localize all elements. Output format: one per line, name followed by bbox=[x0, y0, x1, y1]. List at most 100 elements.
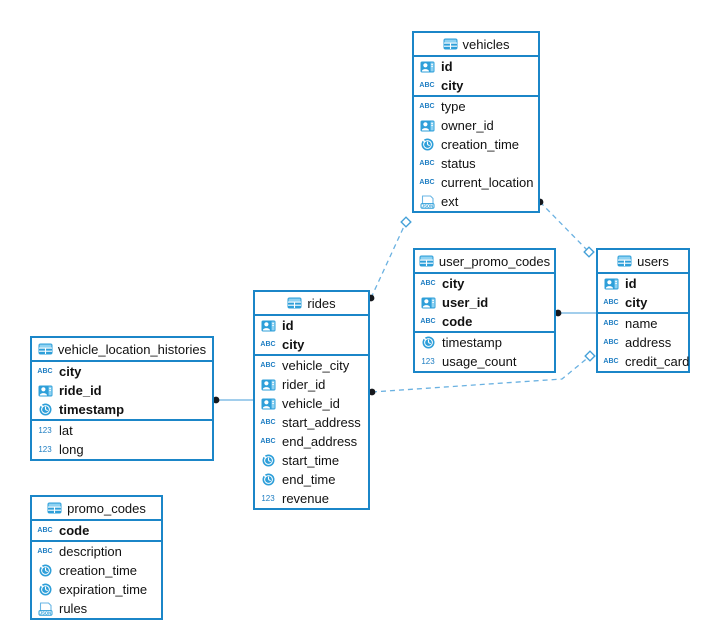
column-row[interactable]: owner_id bbox=[414, 116, 538, 135]
column-row[interactable]: rider_id bbox=[255, 375, 368, 394]
table-header[interactable]: promo_codes bbox=[32, 497, 161, 521]
column-row[interactable]: start_time bbox=[255, 451, 368, 470]
column-row[interactable]: timestamp bbox=[415, 333, 554, 352]
clock-icon bbox=[419, 336, 437, 349]
id-card-icon bbox=[418, 120, 436, 132]
abc-type-icon: ABC bbox=[259, 419, 277, 426]
id-card-icon bbox=[259, 320, 277, 332]
table-header[interactable]: vehicle_location_histories bbox=[32, 338, 212, 362]
column-name: id bbox=[282, 318, 294, 333]
clock-icon bbox=[259, 454, 277, 467]
number-type-icon: 123 bbox=[419, 357, 437, 366]
relation-dot-endpoint bbox=[554, 309, 562, 317]
abc-type-icon: ABC bbox=[418, 103, 436, 110]
column-row[interactable]: creation_time bbox=[32, 561, 161, 580]
relation-line-rides-to-vehicles[interactable] bbox=[370, 221, 407, 299]
column-row[interactable]: vehicle_id bbox=[255, 394, 368, 413]
relation-dot-endpoint bbox=[212, 396, 220, 404]
key-column-row[interactable]: id bbox=[414, 57, 538, 76]
abc-type-icon: ABC bbox=[419, 82, 435, 89]
table-title: promo_codes bbox=[67, 500, 146, 516]
column-row[interactable]: JSON ext bbox=[414, 192, 538, 211]
abc-type-icon: ABC bbox=[419, 318, 437, 325]
abc-type-icon: ABC bbox=[37, 548, 53, 555]
key-column-row[interactable]: id bbox=[255, 316, 368, 335]
abc-type-icon: ABC bbox=[260, 438, 276, 445]
key-column-row[interactable]: ride_id bbox=[32, 381, 212, 400]
column-row[interactable]: creation_time bbox=[414, 135, 538, 154]
abc-type-icon: ABC bbox=[602, 339, 620, 346]
abc-type-icon: ABC bbox=[602, 320, 620, 327]
table-header[interactable]: user_promo_codes bbox=[415, 250, 554, 274]
key-column-row[interactable]: ABC code bbox=[415, 312, 554, 331]
column-name: code bbox=[442, 314, 473, 329]
relation-diamond-endpoint bbox=[584, 350, 596, 362]
column-row[interactable]: ABC name bbox=[598, 314, 688, 333]
column-name: user_id bbox=[442, 295, 489, 310]
table-header[interactable]: rides bbox=[255, 292, 368, 316]
id-card-icon bbox=[259, 398, 277, 410]
table-icon bbox=[47, 502, 62, 514]
abc-type-icon: ABC bbox=[420, 280, 436, 287]
table-header[interactable]: users bbox=[598, 250, 688, 274]
column-name: long bbox=[59, 442, 84, 457]
abc-type-icon: ABC bbox=[36, 548, 54, 555]
id-card-icon bbox=[418, 61, 436, 73]
relation-dot-endpoint bbox=[368, 388, 376, 396]
column-name: rules bbox=[59, 601, 88, 616]
table-icon bbox=[38, 343, 53, 355]
column-name: start_time bbox=[282, 453, 340, 468]
svg-text:JSON: JSON bbox=[421, 203, 432, 208]
abc-type-icon: ABC bbox=[419, 103, 435, 110]
column-name: name bbox=[625, 316, 658, 331]
column-row[interactable]: end_time bbox=[255, 470, 368, 489]
key-column-row[interactable]: id bbox=[598, 274, 688, 293]
key-column-row[interactable]: ABC city bbox=[415, 274, 554, 293]
abc-type-icon: ABC bbox=[420, 318, 436, 325]
table-title: users bbox=[637, 253, 669, 269]
relation-line-vehicles-to-users[interactable] bbox=[539, 201, 590, 253]
table-header[interactable]: vehicles bbox=[414, 33, 538, 57]
key-column-row[interactable]: user_id bbox=[415, 293, 554, 312]
column-name: timestamp bbox=[59, 402, 125, 417]
column-name: city bbox=[442, 276, 465, 291]
table-title: vehicle_location_histories bbox=[57, 341, 207, 357]
abc-type-icon: ABC bbox=[259, 438, 277, 445]
relation-line-rides-to-users[interactable] bbox=[371, 355, 591, 393]
table-title: rides bbox=[307, 295, 336, 311]
column-name: ext bbox=[441, 194, 459, 209]
table-icon bbox=[287, 297, 302, 309]
column-row[interactable]: expiration_time bbox=[32, 580, 161, 599]
key-column-row[interactable]: timestamp bbox=[32, 400, 212, 419]
